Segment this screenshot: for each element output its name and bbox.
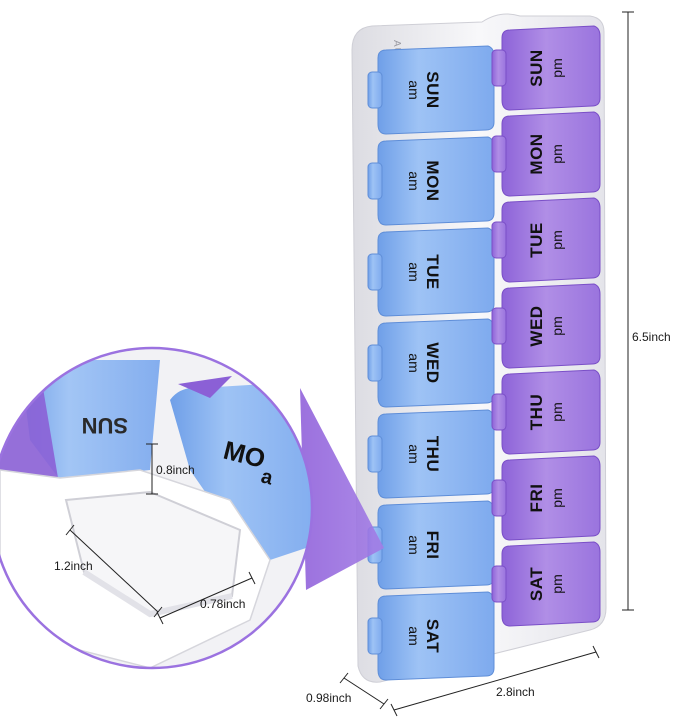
pm-lid-latch: [491, 49, 507, 87]
pm-lid-period-label: pm: [549, 144, 565, 163]
pm-lid-day-label: SAT: [527, 567, 546, 601]
pm-lid-shape: [501, 283, 601, 369]
am-lid-latch: [367, 617, 383, 655]
am-lid-latch: [367, 253, 383, 291]
am-lid-latch: [367, 435, 383, 473]
pm-lid-day-label: WED: [527, 305, 546, 346]
pm-lid-latch: [491, 479, 507, 517]
pm-lid-shape: [501, 541, 601, 627]
am-lid-latch: [367, 71, 383, 109]
am-lid-day-label: SAT: [423, 619, 442, 653]
am-lid-period-label: am: [406, 444, 422, 463]
pm-lid-period-label: pm: [549, 58, 565, 77]
inset-width-dimension: [156, 571, 256, 625]
pm-lid-latch: [491, 135, 507, 173]
inset-depth-label: 0.8inch: [156, 463, 195, 477]
am-lid-period-label: am: [406, 262, 422, 281]
depth-label: 0.98inch: [306, 691, 351, 705]
pm-lid-day-label: THU: [527, 394, 546, 430]
pm-lid-day-label: SUN: [527, 49, 546, 86]
pm-lid-latch: [491, 221, 507, 259]
pm-lid-period-label: pm: [549, 488, 565, 507]
width-dimension: [390, 645, 600, 717]
inset-open-lid-text: SUN: [82, 413, 128, 438]
inset-width-label: 0.78inch: [200, 597, 245, 611]
am-lid-day-label: THU: [423, 436, 442, 472]
height-label: 6.5inch: [632, 330, 671, 344]
pm-lid-latch: [491, 565, 507, 603]
pm-lid-period-label: pm: [549, 574, 565, 593]
am-lid-period-label: am: [406, 626, 422, 645]
pm-lid-shape: [501, 111, 601, 197]
am-lid-period-label: am: [406, 353, 422, 372]
pm-lid-shape: [501, 369, 601, 455]
am-lid-period-label: am: [406, 535, 422, 554]
width-label: 2.8inch: [496, 685, 535, 699]
pm-lid-period-label: pm: [549, 316, 565, 335]
am-lid-period-label: am: [406, 80, 422, 99]
inset-magnifier: SUN MO a 0.8inch: [0, 346, 314, 670]
pm-lid-day-label: TUE: [527, 222, 546, 258]
am-lid-day-label: TUE: [423, 254, 442, 290]
inset-open-lid: [20, 360, 160, 480]
am-lid-latch: [367, 162, 383, 200]
inset-depth-dimension: [146, 443, 158, 495]
pm-lid-period-label: pm: [549, 402, 565, 421]
height-dimension: [622, 11, 634, 611]
am-lid-day-label: FRI: [423, 531, 442, 560]
pm-lid-day-label: FRI: [527, 484, 546, 513]
am-lid-day-label: SUN: [423, 71, 442, 108]
depth-dimension: [339, 672, 389, 710]
pm-lid-shape: [501, 455, 601, 541]
pm-lid-day-label: MON: [527, 133, 546, 174]
inset-length-dimension: [65, 524, 163, 618]
am-lid-day-label: WED: [423, 342, 442, 383]
magnifier-projection: [300, 388, 384, 590]
am-lid-period-label: am: [406, 171, 422, 190]
am-lid-latch: [367, 344, 383, 382]
inset-length-label: 1.2inch: [54, 559, 93, 573]
pm-lid-period-label: pm: [549, 230, 565, 249]
pm-lid-shape: [501, 197, 601, 283]
am-lid-day-label: MON: [423, 160, 442, 201]
pm-lid-latch: [491, 307, 507, 345]
pm-lid-shape: [501, 25, 601, 111]
pm-lid-latch: [491, 393, 507, 431]
